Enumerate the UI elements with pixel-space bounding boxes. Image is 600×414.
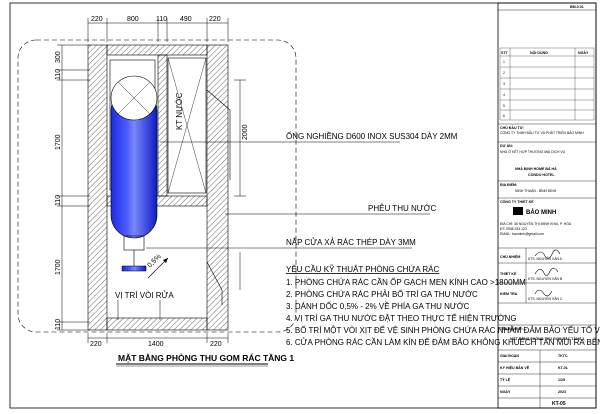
left-dim-2: 110 <box>55 69 62 80</box>
tb-footer-value-3: 1/25 <box>558 378 565 382</box>
tb-company-name: BẢO MINH <box>526 209 556 216</box>
tb-footer-label-1: GIAI ĐOẠN <box>500 354 519 358</box>
right-dim: 2000 <box>242 124 249 140</box>
tb-drawing-name-label: TÊN BẢN VẼ: <box>500 326 523 331</box>
tb-project-line-2: NHÀ ĐỊNH HOME BÁ HÀ <box>515 166 557 171</box>
top-dim-4: 490 <box>180 16 192 23</box>
tb-project-line-1: NHÀ Ở KẾT HỢP THƯƠNG MẠI DỊCH VỤ <box>500 149 566 154</box>
dashed-boundary <box>17 39 297 333</box>
tb-name-2: KTS. NGUYỄN VĂN B <box>528 276 563 281</box>
walls <box>87 44 229 331</box>
rev-header-ngay: NGÀY <box>578 50 589 55</box>
tb-location: NINH THUẬN - BÌNH ĐỊNH <box>515 189 557 193</box>
right-dimension <box>234 79 246 290</box>
req-title: YÊU CẦU KỸ THUẬT PHÒNG CHỨA RÁC <box>286 264 439 274</box>
label-pheu: PHỄU THU NƯỚC <box>368 204 436 213</box>
label-voi-rua: VỊ TRÍ VÒI RỬA <box>115 291 174 300</box>
tb-project-line-3: CONDO HOTEL <box>528 173 555 177</box>
water-box-diag-2 <box>167 57 207 194</box>
tb-footer-label-4: NGÀY <box>500 389 511 394</box>
company-logo-icon <box>513 207 523 215</box>
drawing-title: MẶT BẰNG PHÒNG THU GOM RÁC TẦNG 1 <box>118 352 294 363</box>
tb-drawing-name: MẶT BẰNG PHÒNG THU GOM RÁC TẦNG 1 <box>510 336 584 341</box>
req-item-2: 2. PHÒNG CHỨA RÁC PHẢI BỐ TRÍ GA THU NƯỚ… <box>286 289 478 299</box>
left-dim-1: 300 <box>55 51 62 63</box>
bottom-dim-3: 220 <box>210 341 222 348</box>
bottom-dim-1: 220 <box>90 341 102 348</box>
bottom-dimension-chain <box>87 333 229 343</box>
top-dim-3: 110 <box>156 16 167 23</box>
top-dim-1: 220 <box>91 16 103 23</box>
tb-role-2: THIẾT KẾ <box>500 271 517 276</box>
req-item-4: 4. VỊ TRÍ GA THU NƯỚC ĐẶT THEO THỰC TẾ H… <box>286 313 517 323</box>
door-swing-lower <box>206 261 223 305</box>
tb-project-label: DỰ ÁN: <box>500 143 513 148</box>
slope-label: 0,5% <box>146 253 162 269</box>
top-dimension-chain <box>87 18 229 42</box>
req-item-1: 1. PHÒNG CHỨA RÁC CẦN ỐP GẠCH MEN KÍNH C… <box>286 277 526 287</box>
rev-header-noidung: NỘI DUNG <box>530 50 548 55</box>
signature-1 <box>534 249 561 259</box>
left-dimension-chain <box>57 44 90 331</box>
tb-footer-value-2: KT-01 <box>558 366 568 370</box>
signature-2 <box>534 267 559 276</box>
signature-3 <box>534 289 553 297</box>
top-dim-2: 800 <box>127 16 139 23</box>
bottom-dim-2: 1400 <box>148 341 164 348</box>
top-dim-5: 220 <box>209 16 221 23</box>
tb-sheet-no: KT-05 <box>552 401 566 407</box>
left-dim-3: 1700 <box>55 134 62 150</box>
req-item-5: 5. BỐ TRÍ MỘT VÒI XỊT ĐỂ VỆ SINH PHÒNG C… <box>286 325 600 335</box>
label-ong: ỐNG NGHIỀNG D600 INOX SUS304 DÀY 2MM <box>286 131 458 141</box>
left-dim-5: 1700 <box>55 259 62 275</box>
tb-name-3: KTS. NGUYỄN VĂN C <box>528 296 563 301</box>
drawing-area: 220 800 110 490 220 300 110 1700 110 170… <box>17 16 600 367</box>
slope-arrowhead <box>163 258 168 263</box>
rev-row-1: 1 <box>503 60 505 64</box>
tb-owner-label: CHỦ ĐẦU TƯ: <box>500 125 524 130</box>
rev-header-stt: STT <box>501 51 509 55</box>
req-item-6: 6. CỬA PHÒNG RÁC CẦN LÀM KÍN ĐỂ ĐẢM BẢO … <box>286 337 600 347</box>
rev-row-5: 5 <box>503 104 505 108</box>
tb-footer-value-1: TKTC <box>558 354 568 358</box>
tb-name-1: KTS. NGUYỄN VĂN A <box>528 256 563 261</box>
tb-company-info-2: ĐT: 0938.333.123 <box>500 227 527 231</box>
rev-row-2: 2 <box>503 71 505 75</box>
label-kt-nuoc: KT NƯỚC <box>175 92 184 130</box>
revision-table <box>499 47 595 121</box>
left-dim-4: 110 <box>55 195 62 206</box>
tb-company-info-3: EMAIL: baominh@gmail.com <box>500 232 544 236</box>
title-block: BM-0.01 STT NỘI DUNG NGÀY 1 2 3 4 5 6 CH… <box>497 2 597 409</box>
water-box <box>167 57 207 194</box>
lid-base <box>121 265 147 272</box>
tb-top-code: BM-0.01 <box>570 5 584 9</box>
left-dim-6: 110 <box>55 319 62 330</box>
tb-footer-value-4: 2023 <box>558 390 566 394</box>
tb-footer-label-3: TỶ LỆ <box>500 377 511 382</box>
rev-row-4: 4 <box>503 93 505 97</box>
req-item-3: 3. DÁNH DỐC 0,5% - 2% VỀ PHÍA GA THU NƯỚ… <box>286 301 470 311</box>
tb-owner: CÔNG TY TNHH ĐẦU TƯ VÀ PHÁT TRIỂN BẢO MI… <box>500 130 584 135</box>
pipe-top-diag-2 <box>117 81 151 115</box>
label-nap: NẮP CỬA XẢ RÁC THÉP DÀY 3MM <box>286 238 416 247</box>
tb-role-1: CHỦ NHIỆM <box>500 254 520 259</box>
tb-role-3: KIỂM TRA <box>500 291 518 296</box>
rev-row-6: 6 <box>503 114 505 118</box>
tb-company-info-1: ĐỊA CHỈ: 36 NGUYỄN THỊ MINH KHAI, P. HÒA <box>500 221 572 226</box>
tb-footer-label-2: KÝ HIỆU BẢN VẼ <box>500 365 530 370</box>
rev-row-3: 3 <box>503 82 505 86</box>
tb-location-label: ĐỊA ĐIỂM: <box>500 182 517 187</box>
tb-designer-label: CÔNG TY THIẾT KẾ <box>500 199 534 204</box>
door-swing-upper <box>206 89 231 180</box>
